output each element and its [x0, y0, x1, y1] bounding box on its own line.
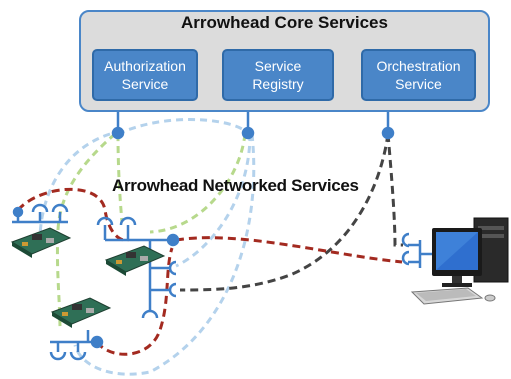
embedded-board-icon	[10, 227, 72, 258]
embedded-board-icon-3	[50, 297, 112, 328]
orchestration-dark-line-2	[386, 133, 403, 247]
authorization-green-line-2	[116, 133, 124, 223]
authorization-lightblue-line-2	[38, 132, 111, 241]
embedded-board-icon-2	[104, 245, 166, 276]
orchestration-service-box: Orchestration Service	[361, 49, 476, 101]
service-registry-box: Service Registry	[222, 49, 334, 101]
computer-connectors	[401, 232, 432, 268]
red-line-right	[175, 236, 403, 264]
registry-lightblue-line	[175, 133, 252, 268]
authorization-service-box: Authorization Service	[92, 49, 198, 101]
authorization-lightblue-line	[117, 118, 250, 136]
bottom-device-connectors	[49, 330, 104, 361]
red-line-bottom	[95, 247, 174, 356]
core-services-title: Arrowhead Core Services	[181, 13, 388, 32]
registry-green-line	[149, 133, 247, 234]
left-device-connectors	[12, 203, 69, 224]
orchestration-dark-line	[179, 133, 390, 292]
core-connectors	[111, 101, 395, 140]
red-line-left	[16, 187, 129, 242]
networked-services-title: Arrowhead Networked Services	[112, 176, 359, 195]
registry-lightblue-line-2	[73, 133, 256, 376]
desktop-computer-icon	[410, 217, 509, 305]
authorization-service-label: Authorization Service	[104, 58, 186, 92]
authorization-green-line	[55, 132, 116, 331]
middle-device-connectors	[96, 216, 180, 319]
service-registry-label: Service Registry	[252, 58, 304, 92]
orchestration-service-label: Orchestration Service	[376, 58, 461, 92]
